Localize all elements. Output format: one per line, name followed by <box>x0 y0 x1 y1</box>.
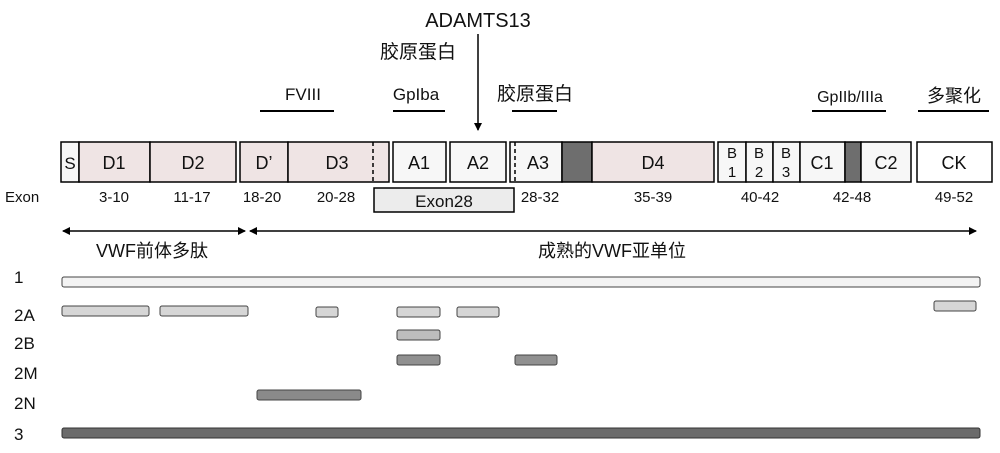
mature-subunit-label: 成熟的VWF亚单位 <box>538 241 686 261</box>
domain-a3 <box>509 141 563 183</box>
gpiib-iiia-label: GpIIb/IIIa <box>817 89 883 106</box>
type-2b-bar-a1 <box>396 329 441 341</box>
exon-b: 40-42 <box>741 189 779 206</box>
fviii-label: FVIII <box>285 85 321 104</box>
exon-d3: 20-28 <box>317 189 355 206</box>
exon-d1: 3-10 <box>99 189 129 206</box>
exon28-box <box>373 187 515 213</box>
collagen-a3-label: 胶原蛋白 <box>497 83 573 105</box>
exon-a3: 28-32 <box>521 189 559 206</box>
domain-b1-letter: B <box>727 145 737 162</box>
dark-c-linker-block <box>844 141 862 183</box>
exon-ck: 49-52 <box>935 189 973 206</box>
domain-d3-label: D3 <box>325 153 348 173</box>
domain-ck <box>916 141 993 183</box>
domain-b3-letter: B <box>781 145 791 162</box>
domain-d2-label: D2 <box>181 153 204 173</box>
domain-d4-label: D4 <box>641 153 664 173</box>
multimer-label: 多聚化 <box>927 86 981 106</box>
type-2a-bar-d3 <box>315 306 339 318</box>
domain-b3-number: 3 <box>782 164 790 181</box>
domain-d2 <box>149 141 237 183</box>
exon-d-prime: 18-20 <box>243 189 281 206</box>
type-2n-bar-d-prime-d3 <box>256 389 362 401</box>
type-2a-label: 2A <box>14 306 35 325</box>
type-3-bar <box>61 427 981 439</box>
domain-b1-number: 1 <box>728 164 736 181</box>
domain-a1-label: A1 <box>408 153 430 173</box>
type-2b-label: 2B <box>14 334 35 353</box>
exon-c: 42-48 <box>833 189 871 206</box>
domain-c1-label: C1 <box>810 153 833 173</box>
domain-a2-label: A2 <box>467 153 489 173</box>
type-3-label: 3 <box>14 425 23 444</box>
type-2n-label: 2N <box>14 394 36 413</box>
dark-linker-block <box>561 141 593 183</box>
type-2m-bar-a1 <box>396 354 441 366</box>
domain-row: S D1 D2 D’ D3 A1 A2 A3 D4 B 1 B 2 B 3 C1 <box>60 141 993 183</box>
domain-s-label: S <box>64 154 75 173</box>
domain-a3-label: A3 <box>527 153 549 173</box>
type-1-bar <box>61 276 981 288</box>
type-2a-bar-ck <box>933 300 977 312</box>
domain-c2-label: C2 <box>874 153 897 173</box>
exon28-label: Exon28 <box>415 192 473 211</box>
domain-d4 <box>591 141 715 183</box>
domain-a2 <box>449 141 507 183</box>
type-2a-bar-d1 <box>61 305 150 317</box>
exon-row-label: Exon <box>5 189 39 206</box>
domain-b1 <box>717 141 747 183</box>
type-2m-label: 2M <box>14 364 38 383</box>
collagen-top-label: 胶原蛋白 <box>380 41 456 63</box>
type-2a-bar-a1 <box>396 306 441 318</box>
propeptide-label: VWF前体多肽 <box>96 241 208 261</box>
domain-ck-label: CK <box>941 153 966 173</box>
domain-d-prime <box>239 141 289 183</box>
domain-b3 <box>772 141 801 183</box>
adamts13-label: ADAMTS13 <box>425 10 531 32</box>
type-2a-bar-a2 <box>456 306 500 318</box>
domain-d3 <box>287 141 390 183</box>
type-2m-bar-a3 <box>514 354 558 366</box>
domain-b2 <box>745 141 774 183</box>
exon-d2: 11-17 <box>173 189 210 206</box>
domain-b2-letter: B <box>754 145 764 162</box>
domain-d-prime-label: D’ <box>256 153 273 173</box>
domain-c2 <box>860 141 912 183</box>
type-1-label: 1 <box>14 268 23 287</box>
gpiba-label: GpIba <box>393 85 440 104</box>
type-2a-bar-d2 <box>159 305 249 317</box>
domain-b2-number: 2 <box>755 164 763 181</box>
domain-d1-label: D1 <box>102 153 125 173</box>
exon-d4: 35-39 <box>634 189 672 206</box>
domain-a1 <box>392 141 447 183</box>
